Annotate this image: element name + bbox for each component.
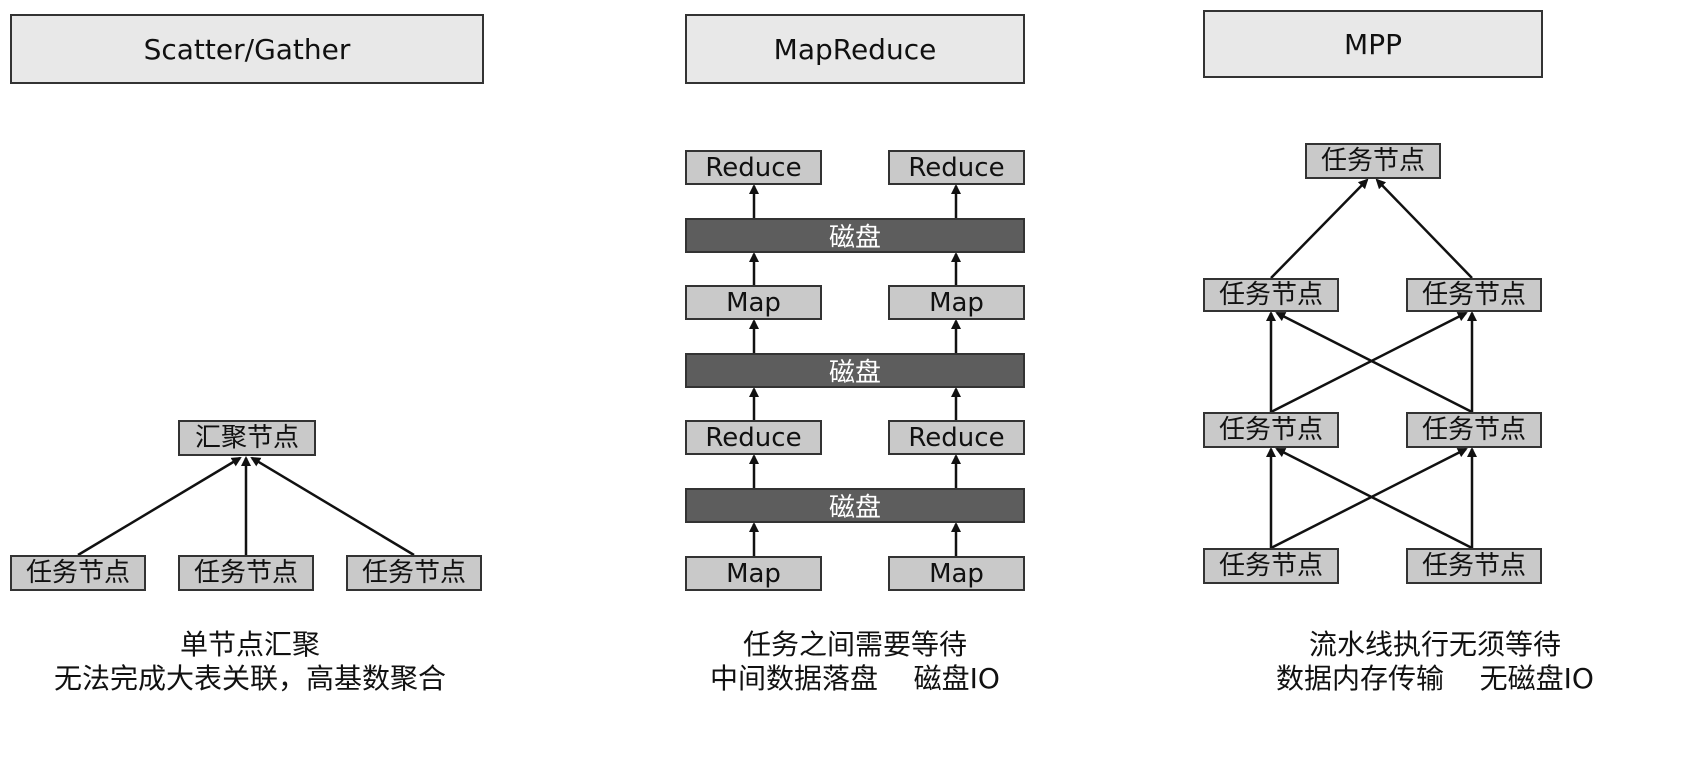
edge-l4left-l3right	[1270, 447, 1468, 550]
reduce-mid-left: Reduce	[685, 420, 822, 455]
mpp-l4-right: 任务节点	[1406, 548, 1542, 584]
caption-line-2: 数据内存传输 无磁盘IO	[1276, 662, 1594, 695]
disk-2: 磁盘	[685, 353, 1025, 388]
task-node-2: 任务节点	[178, 555, 314, 591]
mpp-l3-right: 任务节点	[1406, 412, 1542, 448]
task-node-3: 任务节点	[346, 555, 482, 591]
edge-l2left-top	[1270, 178, 1369, 279]
map-bottom-right: Map	[888, 556, 1025, 591]
map-mid-right: Map	[888, 285, 1025, 320]
scatter-gather-title: Scatter/Gather	[10, 14, 484, 84]
mapreduce-panel: MapReduce Reduce Reduce 磁盘 Map Map 磁盘 Re…	[560, 0, 1140, 762]
caption-line-1: 流水线执行无须等待	[1308, 628, 1561, 661]
mapreduce-caption: 任务之间需要等待 中间数据落盘 磁盘IO	[650, 628, 1060, 696]
mpp-title: MPP	[1203, 10, 1543, 78]
edge-l4right-l3left	[1275, 447, 1473, 550]
map-bottom-left: Map	[685, 556, 822, 591]
disk-3: 磁盘	[685, 488, 1025, 523]
mpp-l3-left: 任务节点	[1203, 412, 1339, 448]
caption-line-2: 中间数据落盘 磁盘IO	[710, 662, 1000, 695]
mpp-top-node: 任务节点	[1305, 143, 1441, 179]
edge-task1-to-aggregator	[77, 456, 242, 557]
scatter-gather-panel: Scatter/Gather 汇聚节点 任务节点 任务节点 任务节点 单节点汇聚…	[0, 0, 540, 762]
mpp-panel: MPP 任务节点 任务节点 任务节点 任务节点 任务节点 任务节点 任务节点 流…	[1160, 0, 1704, 762]
caption-line-1: 单节点汇聚	[179, 628, 320, 661]
mpp-caption: 流水线执行无须等待 数据内存传输 无磁盘IO	[1220, 628, 1650, 696]
reduce-top-left: Reduce	[685, 150, 822, 185]
reduce-top-right: Reduce	[888, 150, 1025, 185]
edge-task3-to-aggregator	[250, 456, 415, 557]
caption-line-1: 任务之间需要等待	[742, 628, 967, 661]
mpp-l4-left: 任务节点	[1203, 548, 1339, 584]
mapreduce-title: MapReduce	[685, 14, 1025, 84]
edge-l2right-top	[1375, 178, 1473, 279]
task-node-1: 任务节点	[10, 555, 146, 591]
edge-l3left-l2right	[1270, 311, 1468, 414]
mpp-l2-left: 任务节点	[1203, 278, 1339, 312]
scatter-gather-caption: 单节点汇聚 无法完成大表关联，高基数聚合	[0, 628, 500, 696]
mpp-l2-right: 任务节点	[1406, 278, 1542, 312]
map-mid-left: Map	[685, 285, 822, 320]
caption-line-2: 无法完成大表关联，高基数聚合	[53, 662, 446, 695]
reduce-mid-right: Reduce	[888, 420, 1025, 455]
disk-1: 磁盘	[685, 218, 1025, 253]
edge-l3right-l2left	[1275, 311, 1473, 414]
aggregator-node: 汇聚节点	[178, 420, 316, 456]
